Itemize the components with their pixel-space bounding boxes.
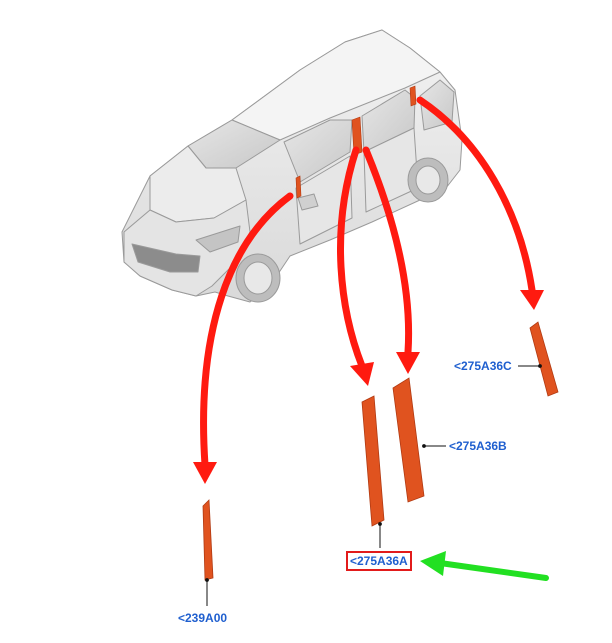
arrowhead-275a36c <box>520 290 544 310</box>
separated-parts <box>202 321 559 581</box>
car-illustration <box>121 29 463 303</box>
arrow-to-239a00 <box>200 192 294 469</box>
grille <box>131 243 201 273</box>
pillar-highlights <box>295 85 417 199</box>
arrowhead-275a36a <box>350 362 374 386</box>
front-door <box>295 155 353 245</box>
arrow-to-275a36c <box>416 96 536 294</box>
arrow-to-275a36a <box>337 146 366 370</box>
pillar-b-highlight <box>351 116 363 156</box>
side-window-front <box>283 119 353 183</box>
red-arrows <box>200 96 536 469</box>
part-label-275a36b: <275A36B <box>449 439 507 453</box>
pillar-c-highlight <box>409 85 417 107</box>
part-239a00 <box>202 499 214 581</box>
pillar-a-highlight <box>295 175 302 199</box>
part-label-275a36c: <275A36C <box>454 359 512 373</box>
arrowhead-239a00 <box>193 462 217 484</box>
headlight <box>195 225 241 253</box>
part-label-239a00: <239A00 <box>178 611 228 625</box>
arrowhead-275a36b <box>396 352 420 374</box>
green-pointer-arrow <box>420 551 549 581</box>
side-mirror <box>297 193 319 211</box>
leader-lines <box>205 364 542 606</box>
part-label-275a36a: <275A36A <box>346 551 412 571</box>
part-275a36b <box>392 377 425 503</box>
car-roof <box>231 29 441 141</box>
red-arrowheads <box>193 290 544 484</box>
part-275a36a <box>361 395 385 527</box>
arrow-to-275a36b <box>362 146 413 356</box>
side-window-rear <box>361 89 416 153</box>
part-275a36c <box>529 321 559 397</box>
